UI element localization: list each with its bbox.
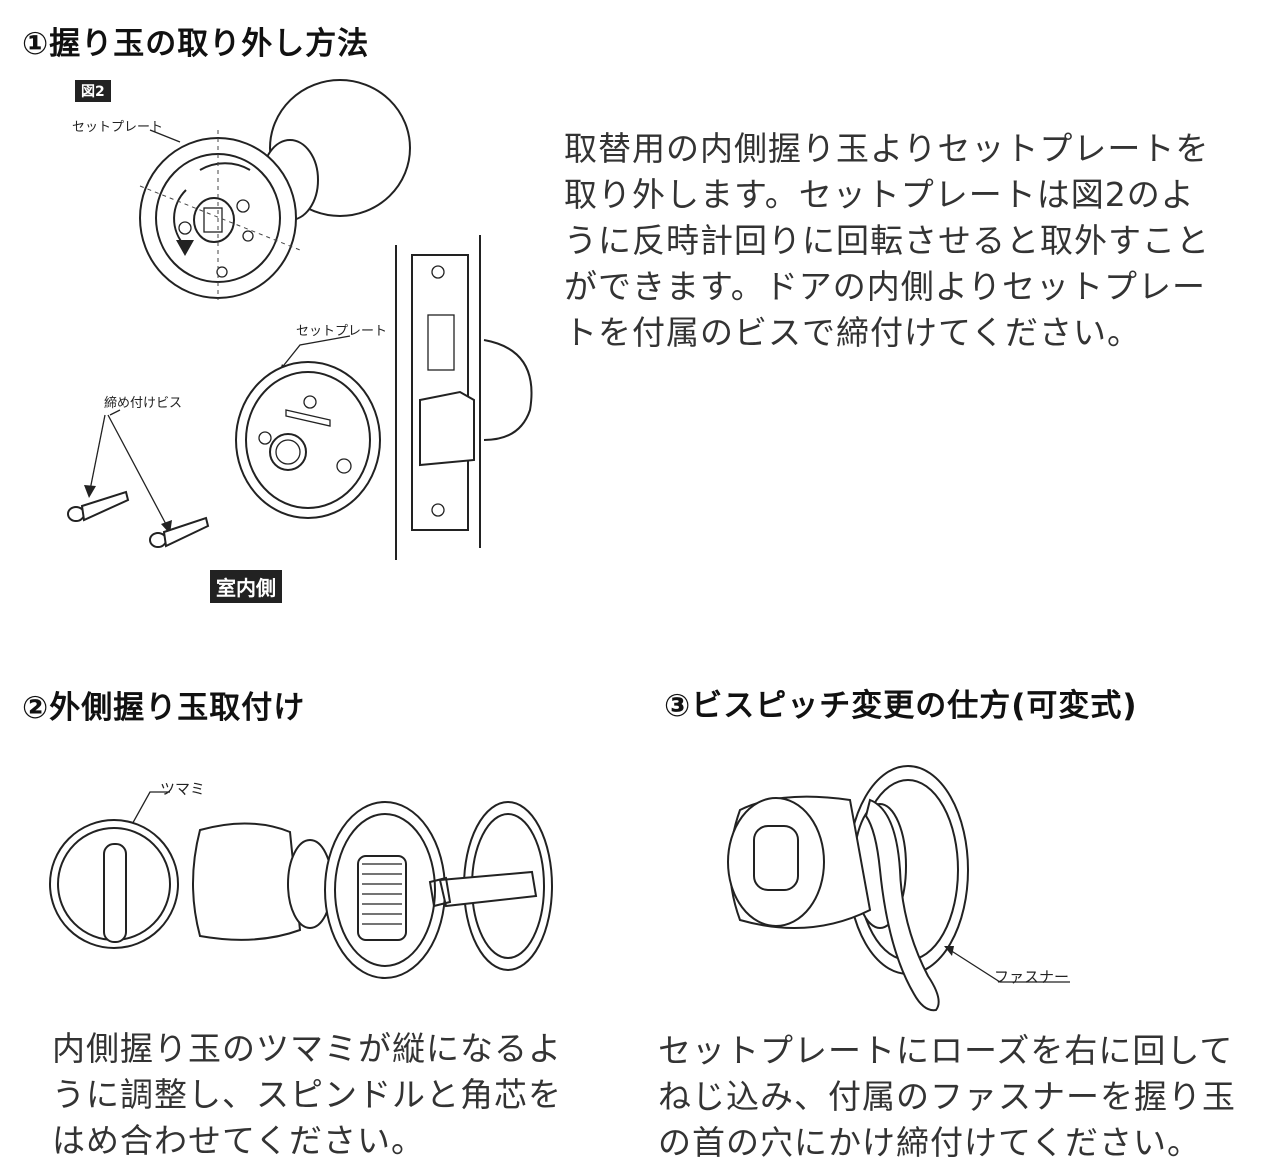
knob-label: ツマミ (160, 780, 206, 798)
section3-title: ③ビスピッチ変更の仕方(可変式) (664, 688, 1138, 724)
section1-description: 取替用の内側握り玉よりセットプレートを 取り外します。セットプレートは図2のよ … (564, 126, 1210, 356)
section3-line: セットプレートにローズを右に回して (658, 1031, 1234, 1070)
bis-pitch-illustration (727, 765, 1070, 1012)
screws (67, 409, 210, 548)
setplate-label-mid: セットプレート (296, 324, 388, 339)
setplate-label-top: セットプレート (72, 120, 164, 135)
section1-line: 取替用の内側握り玉よりセットプレートを (564, 129, 1210, 168)
figure-badge: 図2 (75, 80, 111, 102)
section2-line: うに調整し、スピンドルと角芯を (52, 1075, 562, 1114)
screws-label: 締め付けビス (104, 396, 183, 411)
knob-removal-illustration (67, 79, 533, 560)
section3-line: の首の穴にかけ締付けてください。 (658, 1123, 1202, 1162)
section2-title: ②外側握り玉取付け (22, 690, 306, 726)
section2-line: はめ合わせてください。 (52, 1121, 426, 1160)
outer-knob-parts (49, 791, 553, 979)
bis-pitch-parts (727, 765, 1070, 1012)
indoor-setplate (235, 335, 381, 519)
section1-line: うに反時計回りに回転させると取外すこと (564, 221, 1210, 260)
section2-line: 内側握り玉のツマミが縦になるよ (52, 1029, 562, 1068)
section1-line: 取り外します。セットプレートは図2のよ (564, 175, 1195, 214)
outer-knob-illustration (49, 791, 553, 979)
section1-line: トを付属のビスで締付けてください。 (564, 313, 1142, 352)
section1-title: ①握り玉の取り外し方法 (22, 26, 370, 62)
section3-line: ねじ込み、付属のファスナーを握り玉 (658, 1077, 1236, 1116)
indoor-badge: 室内側 (210, 570, 282, 603)
door-latch (395, 235, 533, 560)
section1-line: ができます。ドアの内側よりセットプレー (564, 267, 1207, 306)
section2-description: 内側握り玉のツマミが縦になるよ うに調整し、スピンドルと角芯を はめ合わせてくだ… (52, 1026, 562, 1164)
section3-description: セットプレートにローズを右に回して ねじ込み、付属のファスナーを握り玉 の首の穴… (658, 1028, 1236, 1166)
knob-figure2 (139, 79, 411, 300)
